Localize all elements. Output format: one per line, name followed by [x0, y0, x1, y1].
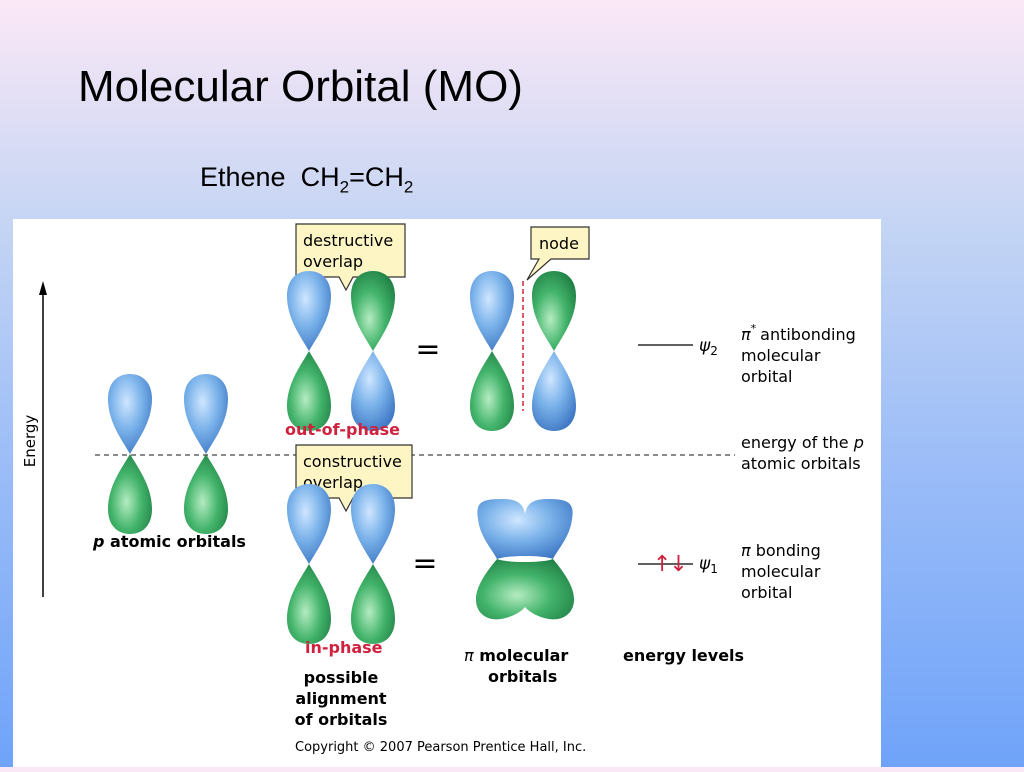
- out-of-phase-orbital-2: [351, 271, 395, 431]
- psi1-label: ψ1: [699, 554, 718, 576]
- subtitle-formula: CH2=CH2: [300, 162, 414, 197]
- slide-title: Molecular Orbital (MO): [78, 62, 523, 111]
- p-energy-label-line1: energy of the p: [741, 433, 864, 452]
- antibonding-label-line1: π*antibonding: [741, 322, 856, 344]
- bonding-label-line2: molecular: [741, 562, 821, 581]
- antibonding-label-line3: orbital: [741, 367, 793, 386]
- in-phase-label: in-phase: [305, 638, 383, 657]
- energy-levels-label: energy levels: [623, 646, 744, 665]
- pi-molecular-orbitals-line1: π molecular: [464, 646, 568, 665]
- pi-molecular-orbitals-line2: orbitals: [488, 667, 557, 686]
- copyright-notice: Copyright © 2007 Pearson Prentice Hall, …: [295, 740, 586, 755]
- energy-axis-arrow-icon: [39, 281, 47, 295]
- p-orbital-left-2: [184, 374, 228, 534]
- possible-alignment-line1: possible: [304, 668, 379, 687]
- possible-alignment-line3: of orbitals: [295, 710, 388, 729]
- svg-text:destructive: destructive: [303, 231, 393, 250]
- in-phase-orbital-2: [351, 484, 395, 644]
- mo-diagram: Energy p atomic orbitals destructive ove…: [21, 223, 864, 755]
- subtitle: Ethene CH2=CH2: [200, 162, 413, 197]
- svg-text:overlap: overlap: [303, 252, 363, 271]
- electron-pair-icon: ↑↓: [653, 552, 686, 577]
- node-callout: node: [526, 226, 590, 281]
- psi2-label: ψ2: [699, 336, 718, 358]
- antibonding-mo: [470, 271, 576, 431]
- p-atomic-orbitals-label: p atomic orbitals: [92, 532, 246, 551]
- p-energy-label-line2: atomic orbitals: [741, 454, 861, 473]
- figure-panel: Energy p atomic orbitals destructive ove…: [13, 219, 881, 767]
- subtitle-prefix: Ethene: [200, 162, 286, 192]
- bonding-label-line1: π bonding: [741, 541, 821, 560]
- bonding-label-line3: orbital: [741, 583, 793, 602]
- out-of-phase-orbital-1: [287, 271, 331, 431]
- out-of-phase-label: out-of-phase: [285, 420, 400, 439]
- svg-text:node: node: [539, 234, 579, 253]
- svg-text:constructive: constructive: [303, 452, 402, 471]
- equals-sign-top: =: [415, 332, 440, 367]
- bonding-mo: [475, 499, 575, 620]
- antibonding-label-line2: molecular: [741, 346, 821, 365]
- equals-sign-bottom: =: [412, 546, 437, 581]
- energy-axis-label: Energy: [21, 415, 39, 468]
- p-orbital-left-1: [108, 374, 152, 534]
- in-phase-orbital-1: [287, 484, 331, 644]
- possible-alignment-line2: alignment: [295, 689, 387, 708]
